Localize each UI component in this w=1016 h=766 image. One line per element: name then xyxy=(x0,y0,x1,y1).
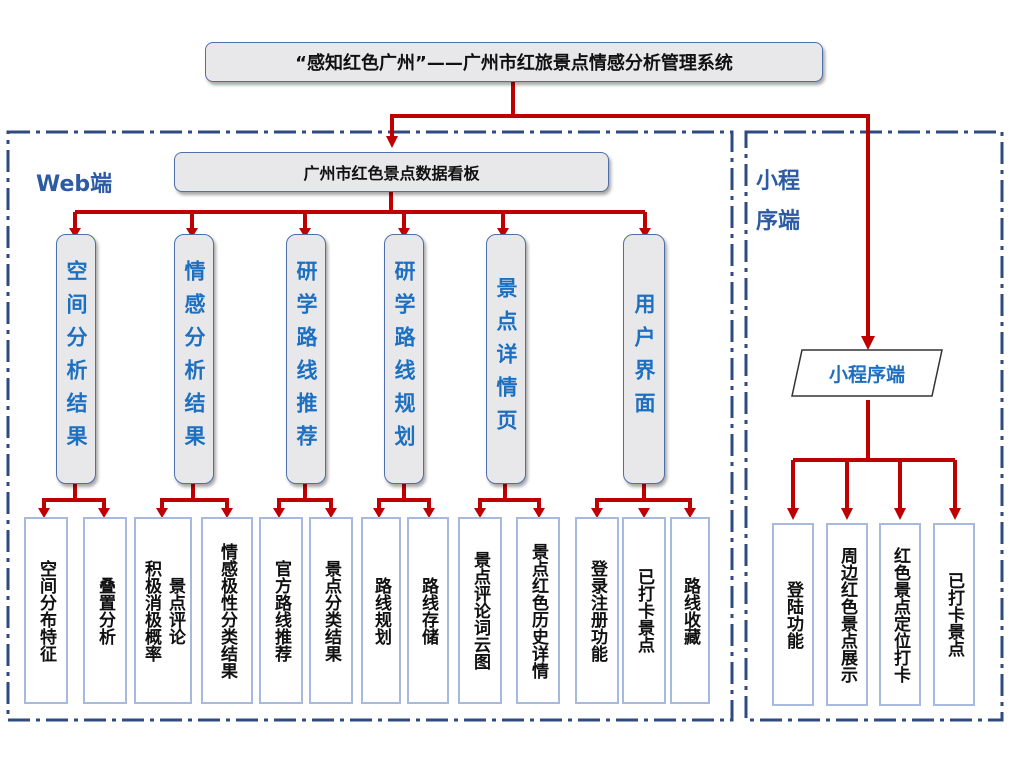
leaf-label: 积极消极概率 xyxy=(141,559,161,662)
leaf-official-routes: 官方路线推荐 xyxy=(259,517,303,704)
leaf-label: 红色景点定位打卡 xyxy=(890,546,910,683)
leaf-label: 已打卡景点 xyxy=(944,572,964,657)
mini-frame xyxy=(744,130,1004,722)
dashboard-bus xyxy=(75,192,645,214)
leaf-label: 路线收藏 xyxy=(680,576,700,645)
mini-section-label: 小程序端 xyxy=(756,169,801,234)
leaf-spatial-distribution: 空间分布特征 xyxy=(24,517,68,704)
leaf-mini-checked-in: 已打卡景点 xyxy=(933,523,975,706)
leaf-mini-nearby-spots: 周边红色景点展示 xyxy=(826,523,868,706)
leaf-label: 景点评论词云图 xyxy=(470,551,490,670)
leaf-label: 登陆功能 xyxy=(783,580,803,649)
leaf-label: 叠置分析 xyxy=(95,576,115,645)
leaf-route-planning: 路线规划 xyxy=(361,517,401,704)
leaf-label: 情感极性分类结果 xyxy=(217,542,237,679)
leaf-label: 空间分布特征 xyxy=(36,559,56,662)
module-spot-detail: 景点详情页 xyxy=(486,234,526,484)
leaf-label: 周边红色景点展示 xyxy=(837,546,857,683)
web-frame xyxy=(6,130,734,722)
leaf-word-cloud: 景点评论词云图 xyxy=(458,517,502,704)
leaf-spot-classification: 景点分类结果 xyxy=(309,517,353,704)
module-label: 研学路线推荐 xyxy=(294,260,318,458)
mini-program-node: 小程序端 xyxy=(828,363,905,386)
leaf-checked-in-spots: 已打卡景点 xyxy=(622,517,666,704)
leaf-label: 路线规划 xyxy=(371,576,391,645)
mini-trunk xyxy=(513,114,870,340)
leaf-label: 已打卡景点 xyxy=(634,568,654,653)
leaf-label: 景点评论 xyxy=(165,576,185,645)
module-route-recommend: 研学路线推荐 xyxy=(286,234,326,484)
leaf-mini-locate-checkin: 红色景点定位打卡 xyxy=(879,523,921,706)
module-label: 景点详情页 xyxy=(494,276,518,442)
module-label: 空间分析结果 xyxy=(64,260,88,458)
module-label: 情感分析结果 xyxy=(182,260,206,458)
system-title: “感知红色广州”——广州市红旅景点情感分析管理系统 xyxy=(205,42,823,82)
module-label: 用户界面 xyxy=(632,293,656,425)
mini-node-shape xyxy=(791,349,943,397)
title-trunk xyxy=(390,82,515,140)
leaf-label: 登录注册功能 xyxy=(587,559,607,662)
module-sentiment-analysis: 情感分析结果 xyxy=(174,234,214,484)
module-spatial-analysis: 空间分析结果 xyxy=(56,234,96,484)
leaf-red-history: 景点红色历史详情 xyxy=(516,517,560,704)
leaf-label: 路线存储 xyxy=(418,576,438,645)
leaf-probability-and-reviews: 积极消极概率 景点评论 xyxy=(134,517,192,704)
web-section-label: Web端 xyxy=(36,172,113,197)
module-user-interface: 用户界面 xyxy=(623,234,665,484)
leaf-overlay-analysis: 叠置分析 xyxy=(83,517,127,704)
leaf-login-register: 登录注册功能 xyxy=(575,517,619,704)
leaf-label: 景点红色历史详情 xyxy=(528,542,548,679)
leaf-label: 景点分类结果 xyxy=(321,559,341,662)
module-label: 研学路线规划 xyxy=(392,260,416,458)
dashboard-node: 广州市红色景点数据看板 xyxy=(174,152,609,192)
leaf-route-storage: 路线存储 xyxy=(407,517,449,704)
leaf-mini-login: 登陆功能 xyxy=(772,523,814,706)
leaf-label: 官方路线推荐 xyxy=(271,559,291,662)
leaf-route-favorites: 路线收藏 xyxy=(670,517,710,704)
leaf-polarity-classification: 情感极性分类结果 xyxy=(201,517,253,704)
module-route-planning: 研学路线规划 xyxy=(384,234,424,484)
